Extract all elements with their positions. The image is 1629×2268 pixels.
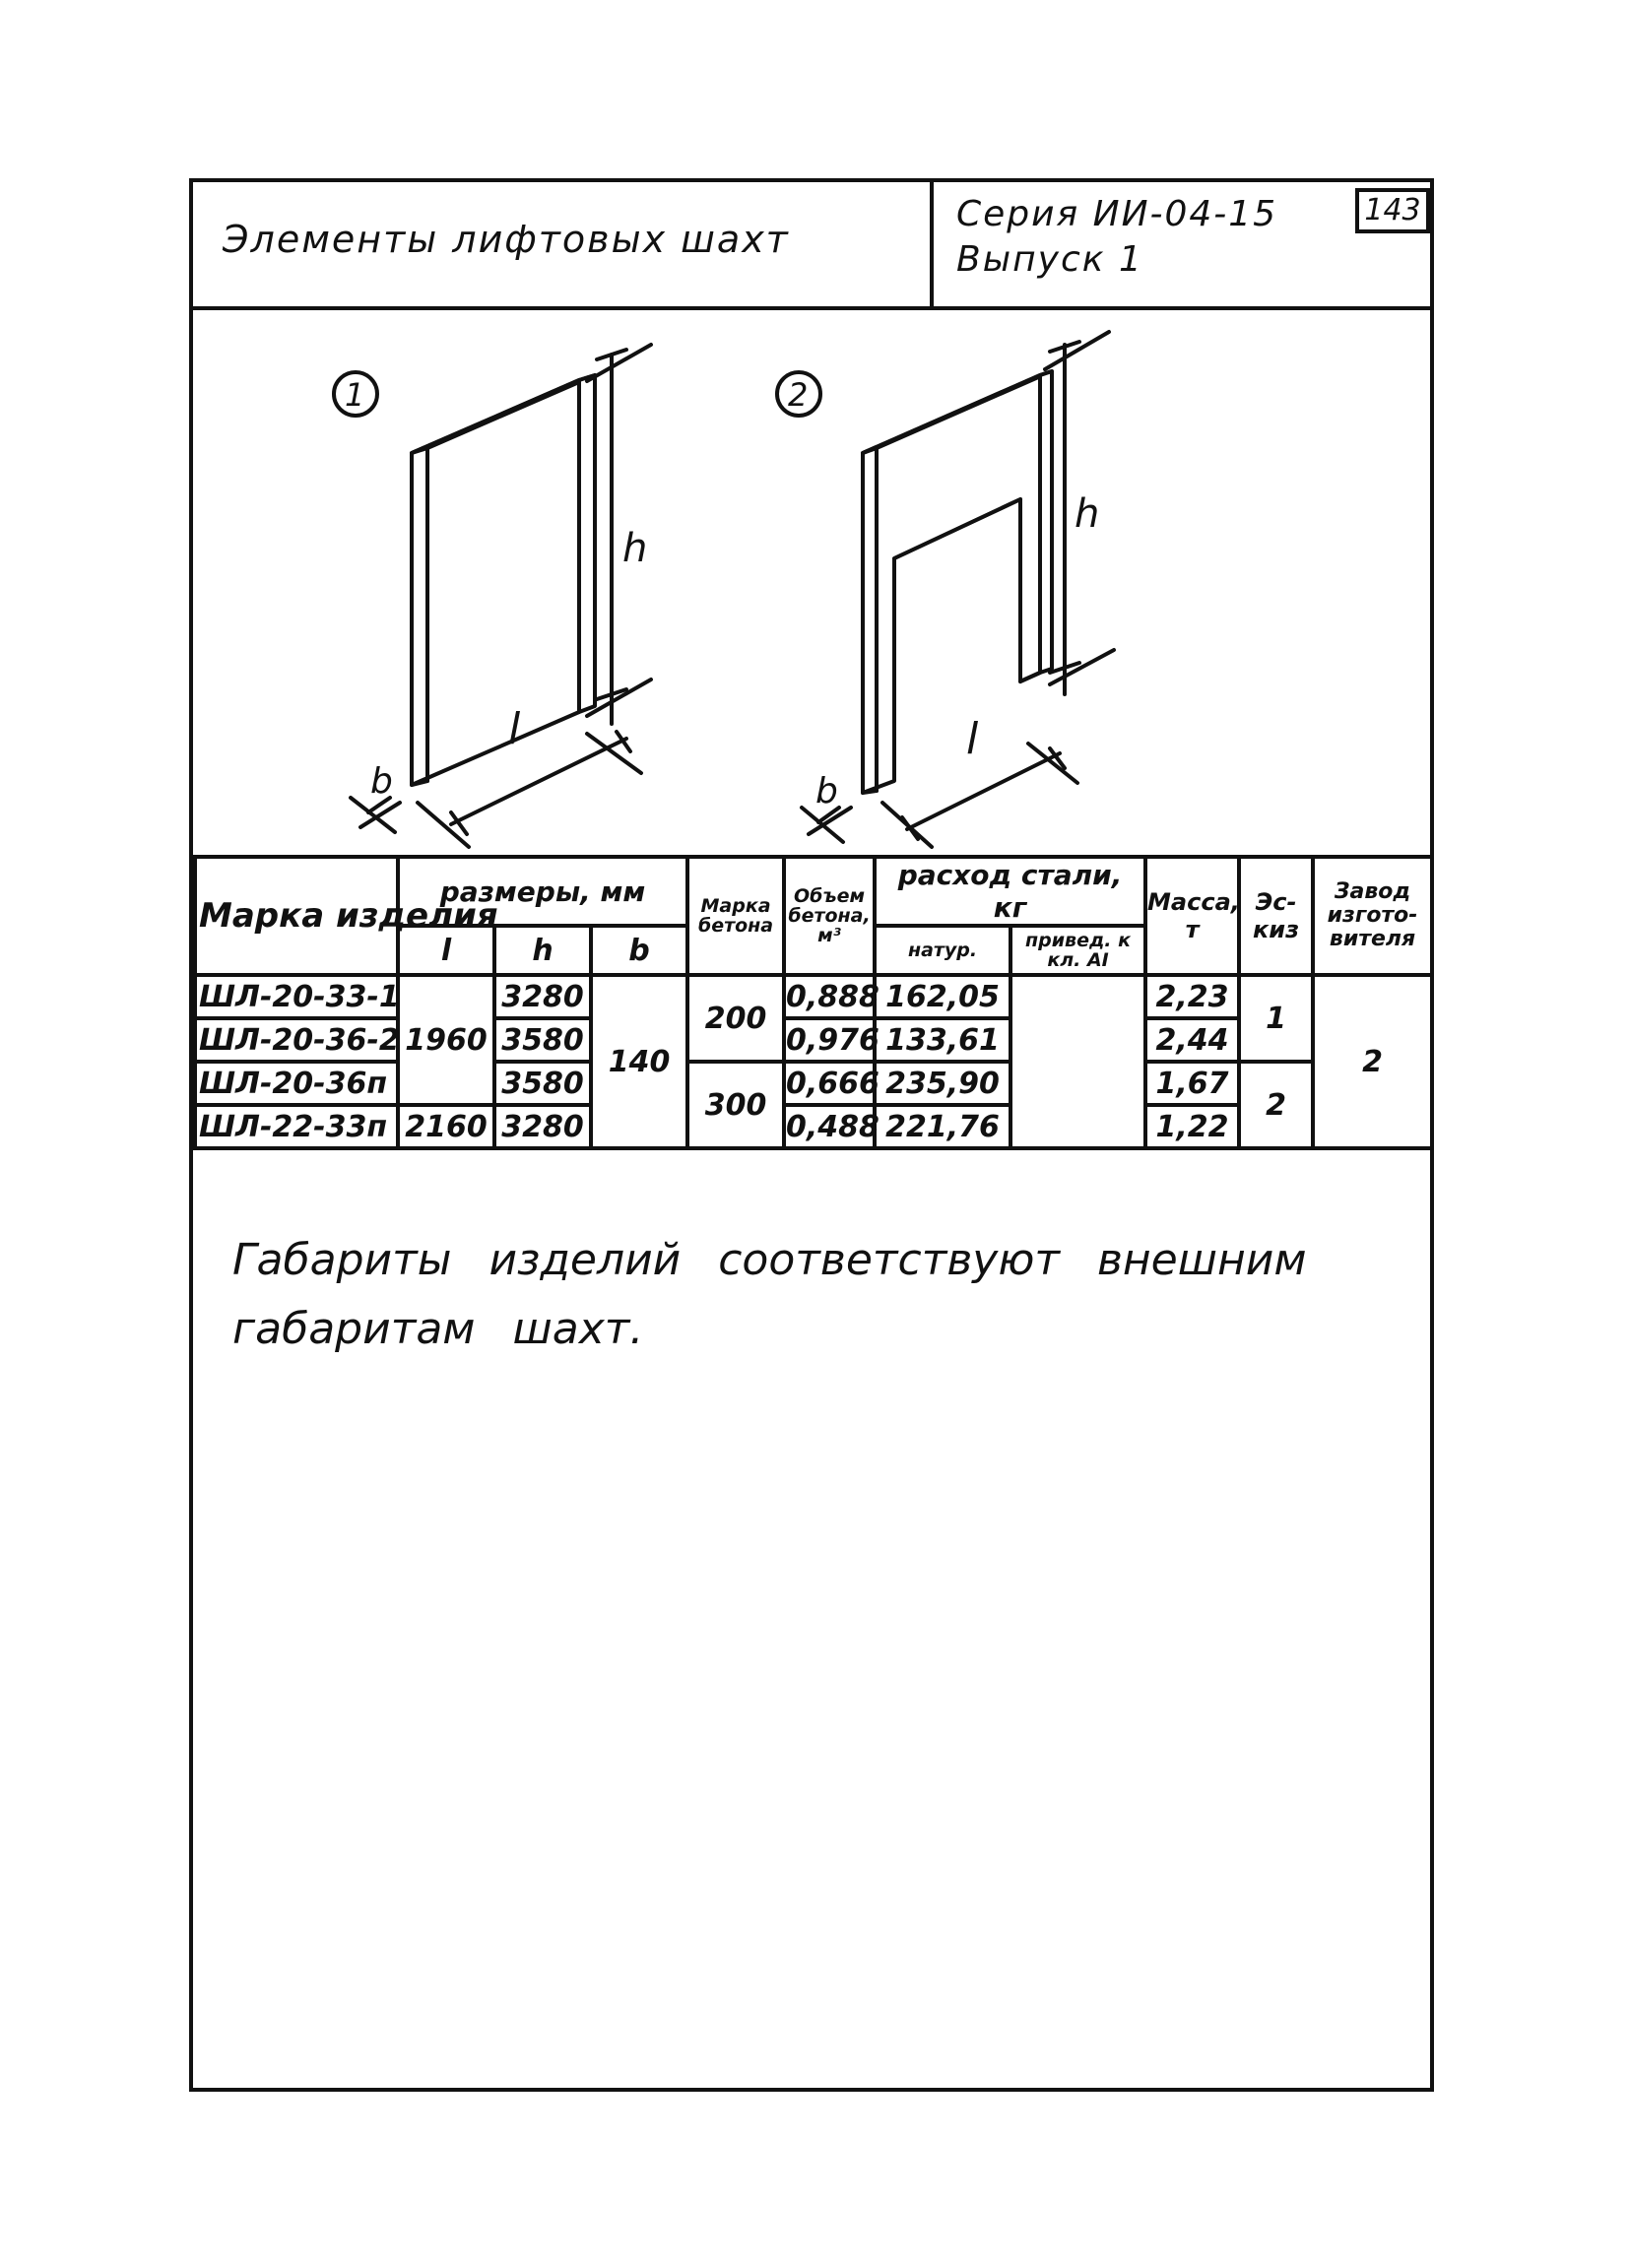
row-h: 3580 bbox=[492, 1060, 593, 1107]
header-steel-reduced: привед. к кл. AI bbox=[1009, 924, 1148, 977]
row-mark: ШЛ-20-36п bbox=[193, 1060, 400, 1107]
header-dim-b: b bbox=[588, 924, 690, 977]
row-h: 3280 bbox=[492, 973, 593, 1020]
panel-sketch-1 bbox=[410, 373, 597, 787]
row-mass: 1,22 bbox=[1143, 1103, 1242, 1150]
header-mass: Масса, т bbox=[1143, 855, 1242, 977]
header-plant: Завод изгото-вителя bbox=[1311, 855, 1435, 977]
table-row: ШЛ-22-33п 2160 3280 0,488 221,76 1,22 bbox=[193, 1103, 1432, 1150]
sheet-number: 143 bbox=[1355, 188, 1430, 233]
cell-l-group2: 2160 bbox=[396, 1103, 496, 1150]
cell-sketch-group1: 1 bbox=[1237, 973, 1316, 1064]
row-steel-natural: 162,05 bbox=[873, 973, 1013, 1020]
cell-l-group1: 1960 bbox=[396, 973, 496, 1107]
header-steel: расход стали, кг bbox=[873, 855, 1148, 928]
dim-l-label-2: l bbox=[966, 714, 979, 764]
table-row: ШЛ-20-33-1 1960 3280 140 200 0,888 162,0… bbox=[193, 973, 1435, 1150]
row-volume: 0,888 bbox=[782, 973, 880, 1020]
spec-table: Марка изделия размеры, мм Марка бетона О… bbox=[193, 855, 1435, 1150]
header-sketch: Эс-киз bbox=[1237, 855, 1316, 977]
header-concrete-grade: Марка бетона bbox=[685, 855, 787, 977]
cell-grade-group1: 200 bbox=[685, 973, 787, 1064]
row-mark: ШЛ-20-33-1 bbox=[193, 973, 400, 1020]
dim-b-label-2: b bbox=[815, 771, 838, 811]
dim-b-label-1: b bbox=[370, 761, 393, 802]
series-line: Серия ИИ-04-15 bbox=[956, 194, 1278, 234]
sketch2-number: 2 bbox=[788, 376, 808, 414]
cell-sketch-group2: 2 bbox=[1237, 1060, 1316, 1150]
table-row: ШЛ-20-36-2 3580 0,976 133,61 2,44 bbox=[193, 1016, 1432, 1064]
series-label: Серия ИИ-04-15 Выпуск 1 bbox=[956, 192, 1277, 283]
row-volume: 0,976 bbox=[782, 1016, 880, 1064]
row-mass: 1,67 bbox=[1143, 1060, 1242, 1107]
sketch2-marker bbox=[775, 370, 822, 418]
row-volume: 0,488 bbox=[782, 1103, 880, 1150]
issue-line: Выпуск 1 bbox=[956, 239, 1143, 280]
note-text: Габариты изделий соответствуют внешним г… bbox=[232, 1235, 1307, 1354]
title-divider bbox=[930, 182, 934, 310]
title-bottom-line bbox=[193, 306, 1430, 310]
cell-steel-reduced bbox=[1009, 973, 1148, 1150]
row-steel-natural: 133,61 bbox=[873, 1016, 1013, 1064]
row-h: 3580 bbox=[492, 1016, 593, 1064]
drawing-frame: Элементы лифтовых шахт Серия ИИ-04-15 Вы… bbox=[189, 178, 1435, 2092]
document-title: Элементы лифтовых шахт bbox=[223, 218, 790, 261]
dim-h-label-2: h bbox=[1075, 491, 1099, 537]
row-steel-natural: 221,76 bbox=[873, 1103, 1013, 1150]
row-mass: 2,23 bbox=[1143, 973, 1242, 1020]
header-dim-h: h bbox=[492, 924, 593, 977]
table-row: ШЛ-20-36п 3580 300 0,666 235,90 1,67 2 bbox=[193, 1060, 1432, 1150]
frame-sketch-2 bbox=[861, 369, 1054, 795]
cell-plant: 2 bbox=[1311, 973, 1435, 1150]
dim-h-label-1: h bbox=[622, 526, 647, 571]
sketch1-number: 1 bbox=[345, 376, 364, 414]
cell-b: 140 bbox=[588, 973, 690, 1150]
dim-l-label-1: l bbox=[508, 704, 521, 754]
sketch1-marker bbox=[332, 370, 379, 418]
header-steel-natural: натур. bbox=[873, 924, 1013, 977]
row-steel-natural: 235,90 bbox=[873, 1060, 1013, 1107]
header-concrete-volume: Объем бетона, м³ bbox=[782, 855, 878, 977]
element-sketches: 1 2 h h l l b b bbox=[332, 330, 1116, 849]
row-mark: ШЛ-20-36-2 bbox=[193, 1016, 400, 1064]
row-volume: 0,666 bbox=[782, 1060, 880, 1107]
header-dim-l: l bbox=[396, 924, 496, 977]
row-h: 3280 bbox=[492, 1103, 593, 1150]
header-mark: Марка изделия bbox=[193, 855, 498, 977]
row-mass: 2,44 bbox=[1143, 1016, 1242, 1064]
header-dims: размеры, мм bbox=[395, 855, 690, 928]
cell-grade-group2: 300 bbox=[685, 1060, 787, 1150]
row-mark: ШЛ-22-33п bbox=[193, 1103, 400, 1150]
